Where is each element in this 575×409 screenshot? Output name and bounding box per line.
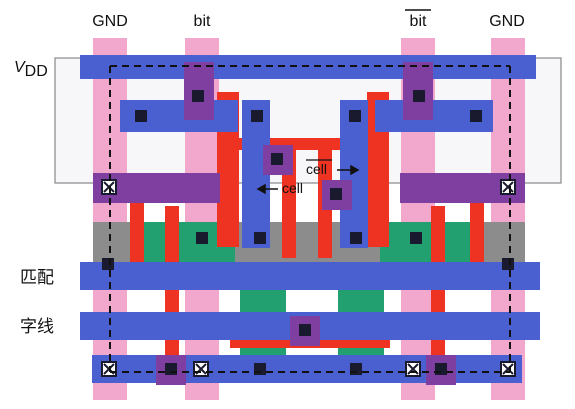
gnd-right-column [491, 38, 525, 400]
match-line [80, 262, 540, 290]
contact [135, 110, 147, 122]
contact [349, 110, 361, 122]
cell-bar-label: cell [306, 161, 327, 177]
match-line-label: 匹配 [20, 268, 54, 288]
contact [502, 258, 514, 270]
gnd-left-label: GND [92, 13, 128, 30]
contact [470, 110, 482, 122]
contact [254, 232, 266, 244]
contact [196, 232, 208, 244]
poly-pulldown-left-a [130, 198, 144, 278]
poly-cross-left [282, 148, 296, 258]
left-arrow-icon [256, 183, 266, 195]
contact [254, 363, 266, 375]
contact [192, 90, 204, 102]
contact [435, 363, 447, 375]
contact [271, 153, 283, 165]
well-contact-icon [405, 361, 421, 377]
bit-label: bit [194, 13, 211, 30]
contact [165, 363, 177, 375]
well-contact-icon [500, 361, 516, 377]
vdd-label: VDD [14, 59, 48, 80]
well-contacts [101, 179, 516, 377]
word-line-label: 字线 [20, 317, 54, 337]
well-contact-icon [500, 179, 516, 195]
dashed-supply-lines [109, 65, 511, 373]
cell-label: cell [282, 180, 303, 196]
contact [410, 232, 422, 244]
contact [350, 363, 362, 375]
cell-arrows [256, 164, 360, 195]
contact [413, 90, 425, 102]
contact [251, 110, 263, 122]
well-contact-icon [193, 361, 209, 377]
contact [350, 232, 362, 244]
contact [330, 188, 342, 200]
metal-vertical-right [340, 100, 368, 248]
contact [102, 258, 114, 270]
poly-pulldown-right-b [470, 198, 484, 278]
bit-bar-label: bit [410, 13, 427, 30]
gnd-right-label: GND [489, 13, 525, 30]
right-arrow-icon [350, 164, 360, 176]
contact [299, 324, 311, 336]
